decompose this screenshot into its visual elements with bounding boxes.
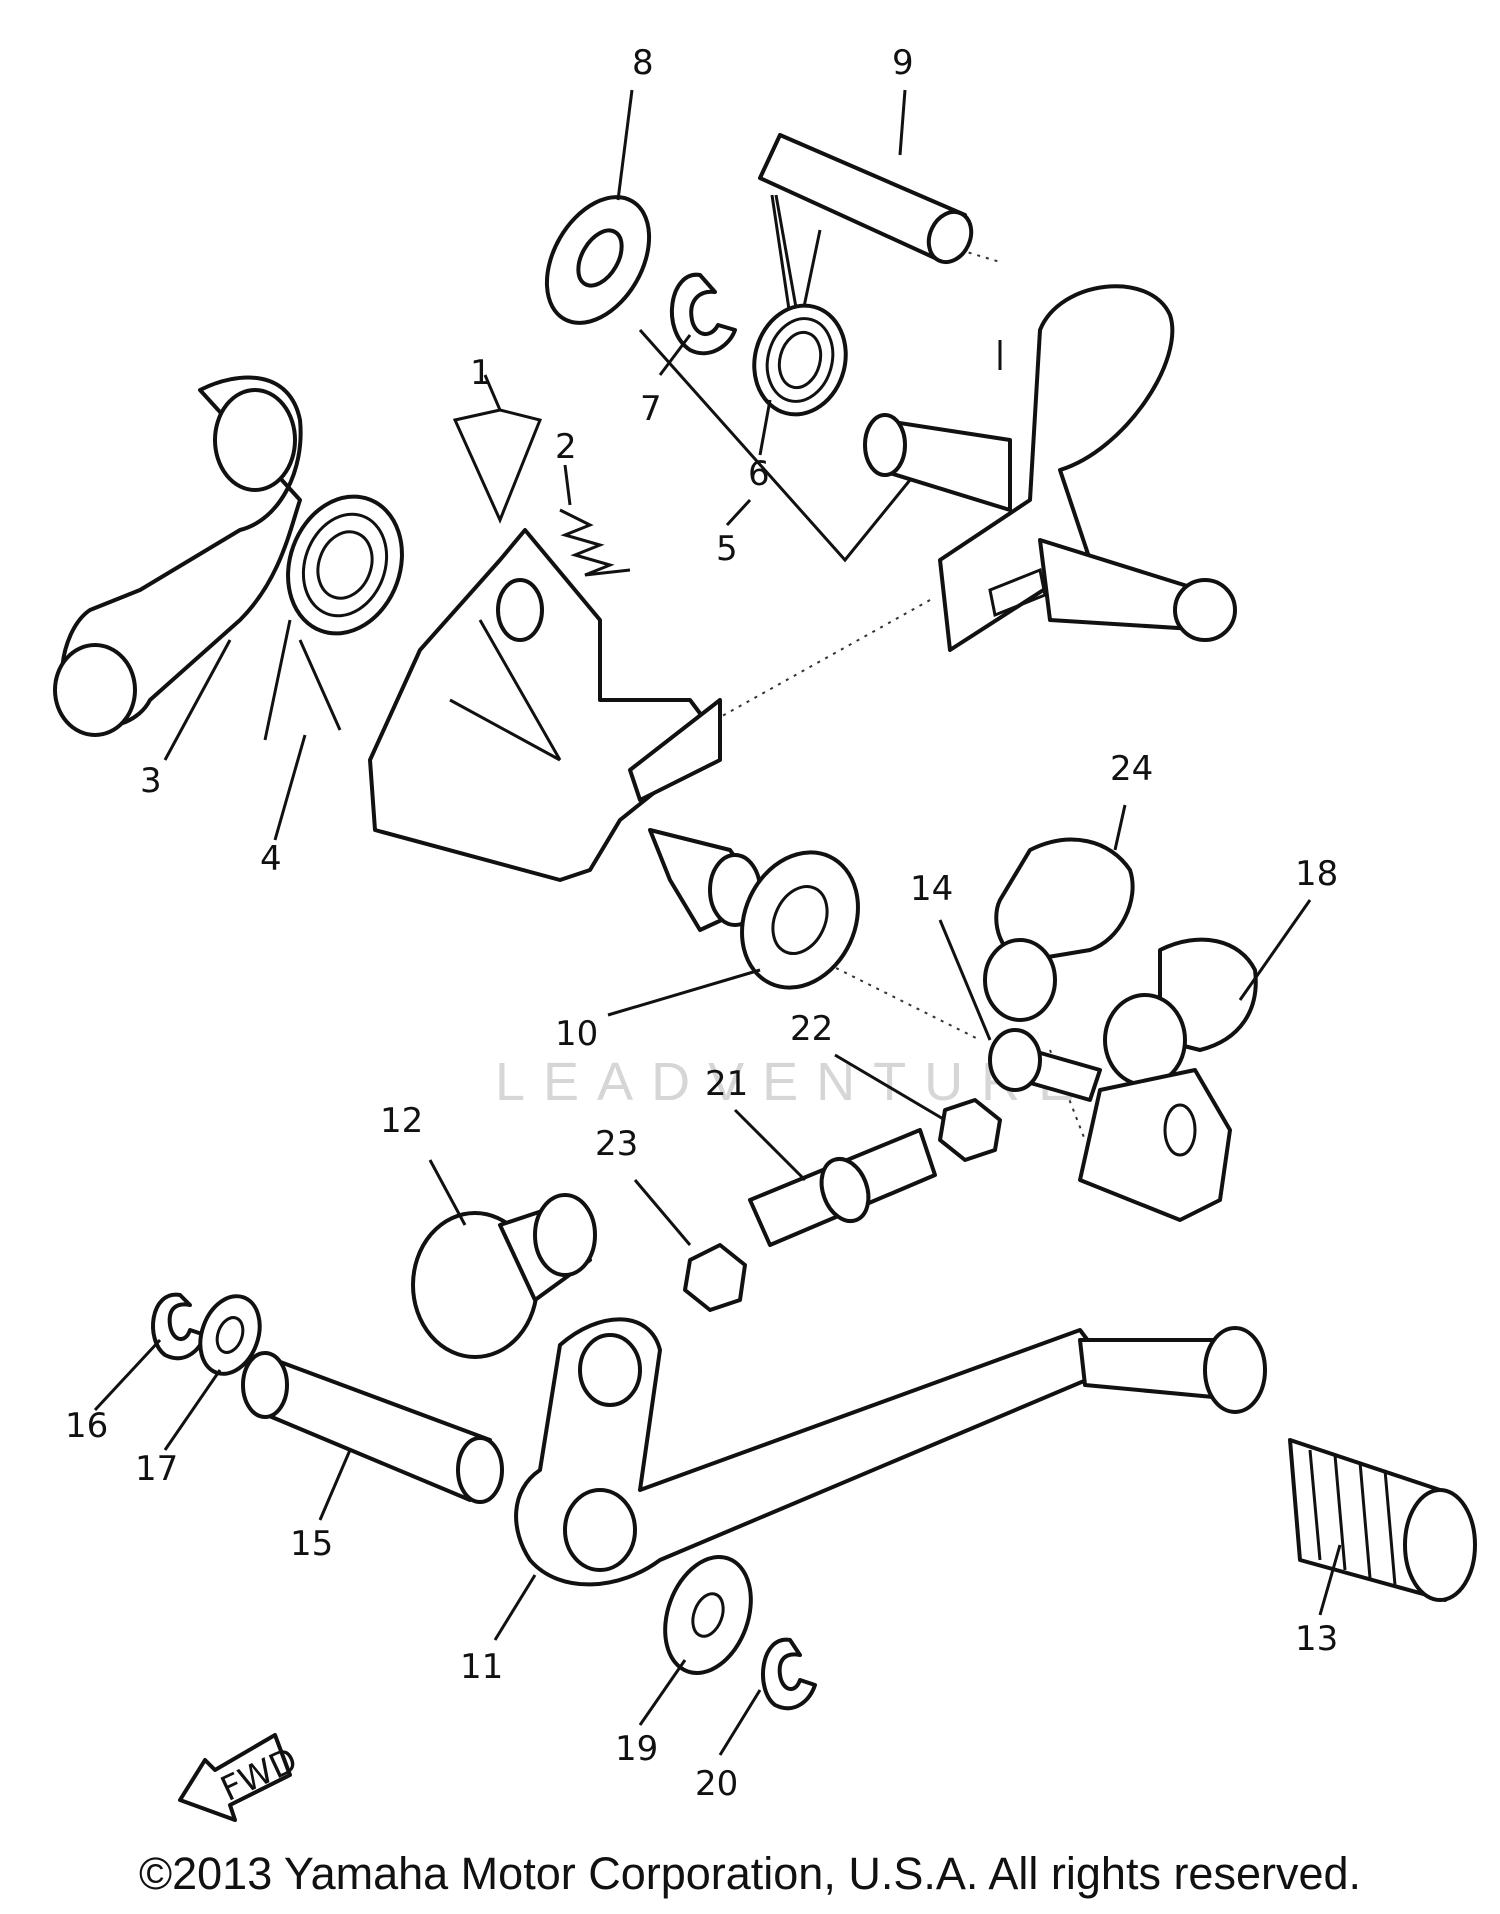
part-5-shift-shaft [863, 284, 1237, 652]
callout-24: 24 [1110, 749, 1153, 789]
part-20-circlip [761, 1637, 817, 1711]
callout-23: 23 [595, 1124, 638, 1164]
copyright-notice: ©2013 Yamaha Motor Corporation, U.S.A. A… [138, 1848, 1362, 1899]
alignment-line [959, 249, 1001, 263]
part-2-spring [559, 508, 631, 577]
callout-7: 7 [640, 389, 662, 429]
callout-18: 18 [1295, 854, 1338, 894]
callout-8: 8 [632, 43, 654, 83]
callout-15: 15 [290, 1524, 333, 1564]
callout-11: 11 [460, 1647, 503, 1687]
callout-2: 2 [555, 427, 577, 467]
part-4-spring [263, 494, 404, 741]
callout-10: 10 [555, 1014, 598, 1054]
fwd-arrow-icon: FWD [178, 1733, 304, 1822]
part-7-circlip [669, 272, 737, 356]
part-12-rod-end [411, 1193, 597, 1359]
callout-13: 13 [1295, 1619, 1338, 1659]
part-3-arm [53, 375, 303, 737]
alignment-line [819, 959, 981, 1041]
callout-16: 16 [65, 1406, 108, 1446]
callout-19: 19 [615, 1729, 658, 1769]
part-9-pin [758, 133, 974, 265]
callout-5: 5 [716, 529, 738, 569]
part-14-bolt [988, 1028, 1102, 1102]
part-24-rod-end [983, 837, 1135, 1022]
part-6-spring [752, 194, 848, 417]
callout-6: 6 [748, 454, 770, 494]
part-13-pedal-rubber [1288, 1438, 1477, 1602]
callout-21: 21 [705, 1064, 748, 1104]
callout-3: 3 [140, 761, 162, 801]
part-18-rod-end [1078, 937, 1258, 1222]
part-1-shift-arm [368, 528, 767, 932]
callout-4: 4 [260, 839, 282, 879]
part-15-shaft [241, 1351, 504, 1504]
part-19-washer [663, 1554, 753, 1676]
part-23-nut [683, 1243, 747, 1312]
part-16-circlip [151, 1292, 207, 1361]
callout-17: 17 [135, 1449, 178, 1489]
callout-20: 20 [695, 1764, 738, 1804]
callout-14: 14 [910, 869, 953, 909]
part-21-adjust-rod [748, 1128, 937, 1247]
callout-numbers: 8 9 1 2 7 6 5 3 4 24 14 18 10 22 21 23 1… [65, 43, 1338, 1804]
alignment-line [714, 599, 931, 721]
leader-lines [93, 89, 1342, 1756]
callout-1: 1 [470, 353, 492, 393]
part-22-nut [938, 1098, 1002, 1162]
callout-9: 9 [892, 43, 914, 83]
callout-22: 22 [790, 1009, 833, 1049]
callout-12: 12 [380, 1101, 423, 1141]
part-10-oil-seal [740, 850, 860, 990]
part-8-washer [544, 195, 652, 325]
part-17-washer [198, 1294, 262, 1376]
part-11-shift-pedal [514, 1317, 1267, 1587]
